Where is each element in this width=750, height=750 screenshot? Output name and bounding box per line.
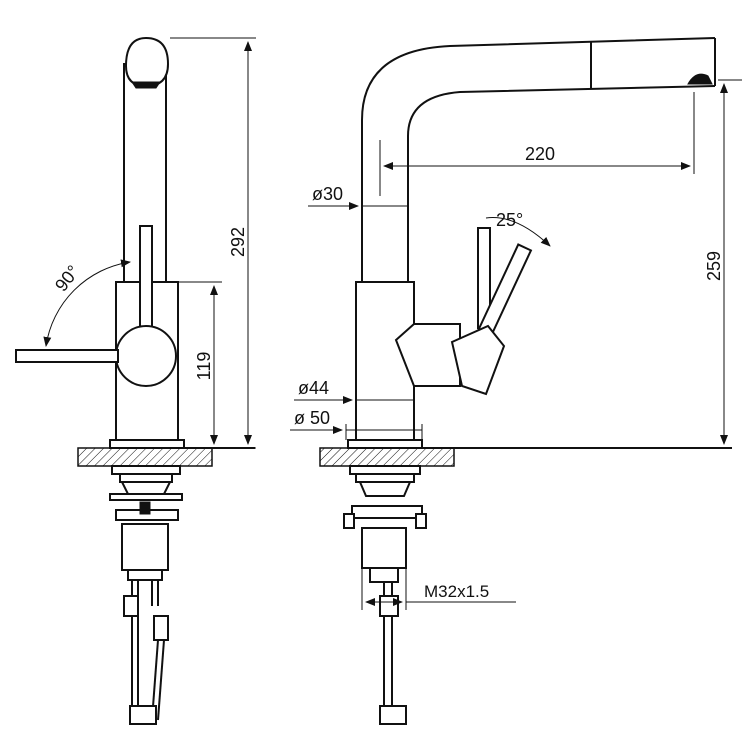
dim-thread: M32x1.5 [361, 568, 516, 610]
dim-height-total: 292 [170, 37, 256, 449]
dim-lever-angle: 25° [485, 210, 551, 247]
dim-base-diameter: ø 50 [290, 408, 423, 440]
spout-arc [361, 37, 716, 282]
dim-label-220: 220 [525, 144, 555, 164]
lever-handle-rotated [15, 349, 119, 363]
dim-body-height: 119 [178, 281, 222, 445]
dim-label-thread: M32x1.5 [424, 582, 489, 601]
dim-label-292: 292 [228, 227, 248, 257]
dim-spout-reach: 220 [379, 92, 695, 196]
dim-spout-height: 259 [704, 79, 742, 445]
base-flange-front [347, 439, 423, 449]
dim-label-d30: ø30 [312, 184, 343, 204]
lever-hub [115, 325, 177, 387]
dim-label-25: 25° [496, 210, 523, 230]
countertop-right [319, 447, 455, 467]
front-view: ø30 220 25° 259 ø44 [290, 37, 742, 725]
dim-spout-diameter: ø30 [308, 184, 408, 210]
dim-body-diameter: ø44 [294, 378, 414, 404]
dim-label-d50: ø 50 [294, 408, 330, 428]
shank-front [361, 527, 407, 569]
shank-side [121, 523, 169, 571]
spout-top-cap [124, 36, 170, 88]
dim-label-90: 90° [51, 261, 84, 295]
dim-label-d44: ø44 [298, 378, 329, 398]
base-flange-side [109, 439, 185, 449]
countertop-left [77, 447, 213, 467]
dim-label-259: 259 [704, 251, 724, 281]
side-view: 292 119 90° [15, 36, 256, 725]
dim-label-119: 119 [194, 352, 214, 381]
